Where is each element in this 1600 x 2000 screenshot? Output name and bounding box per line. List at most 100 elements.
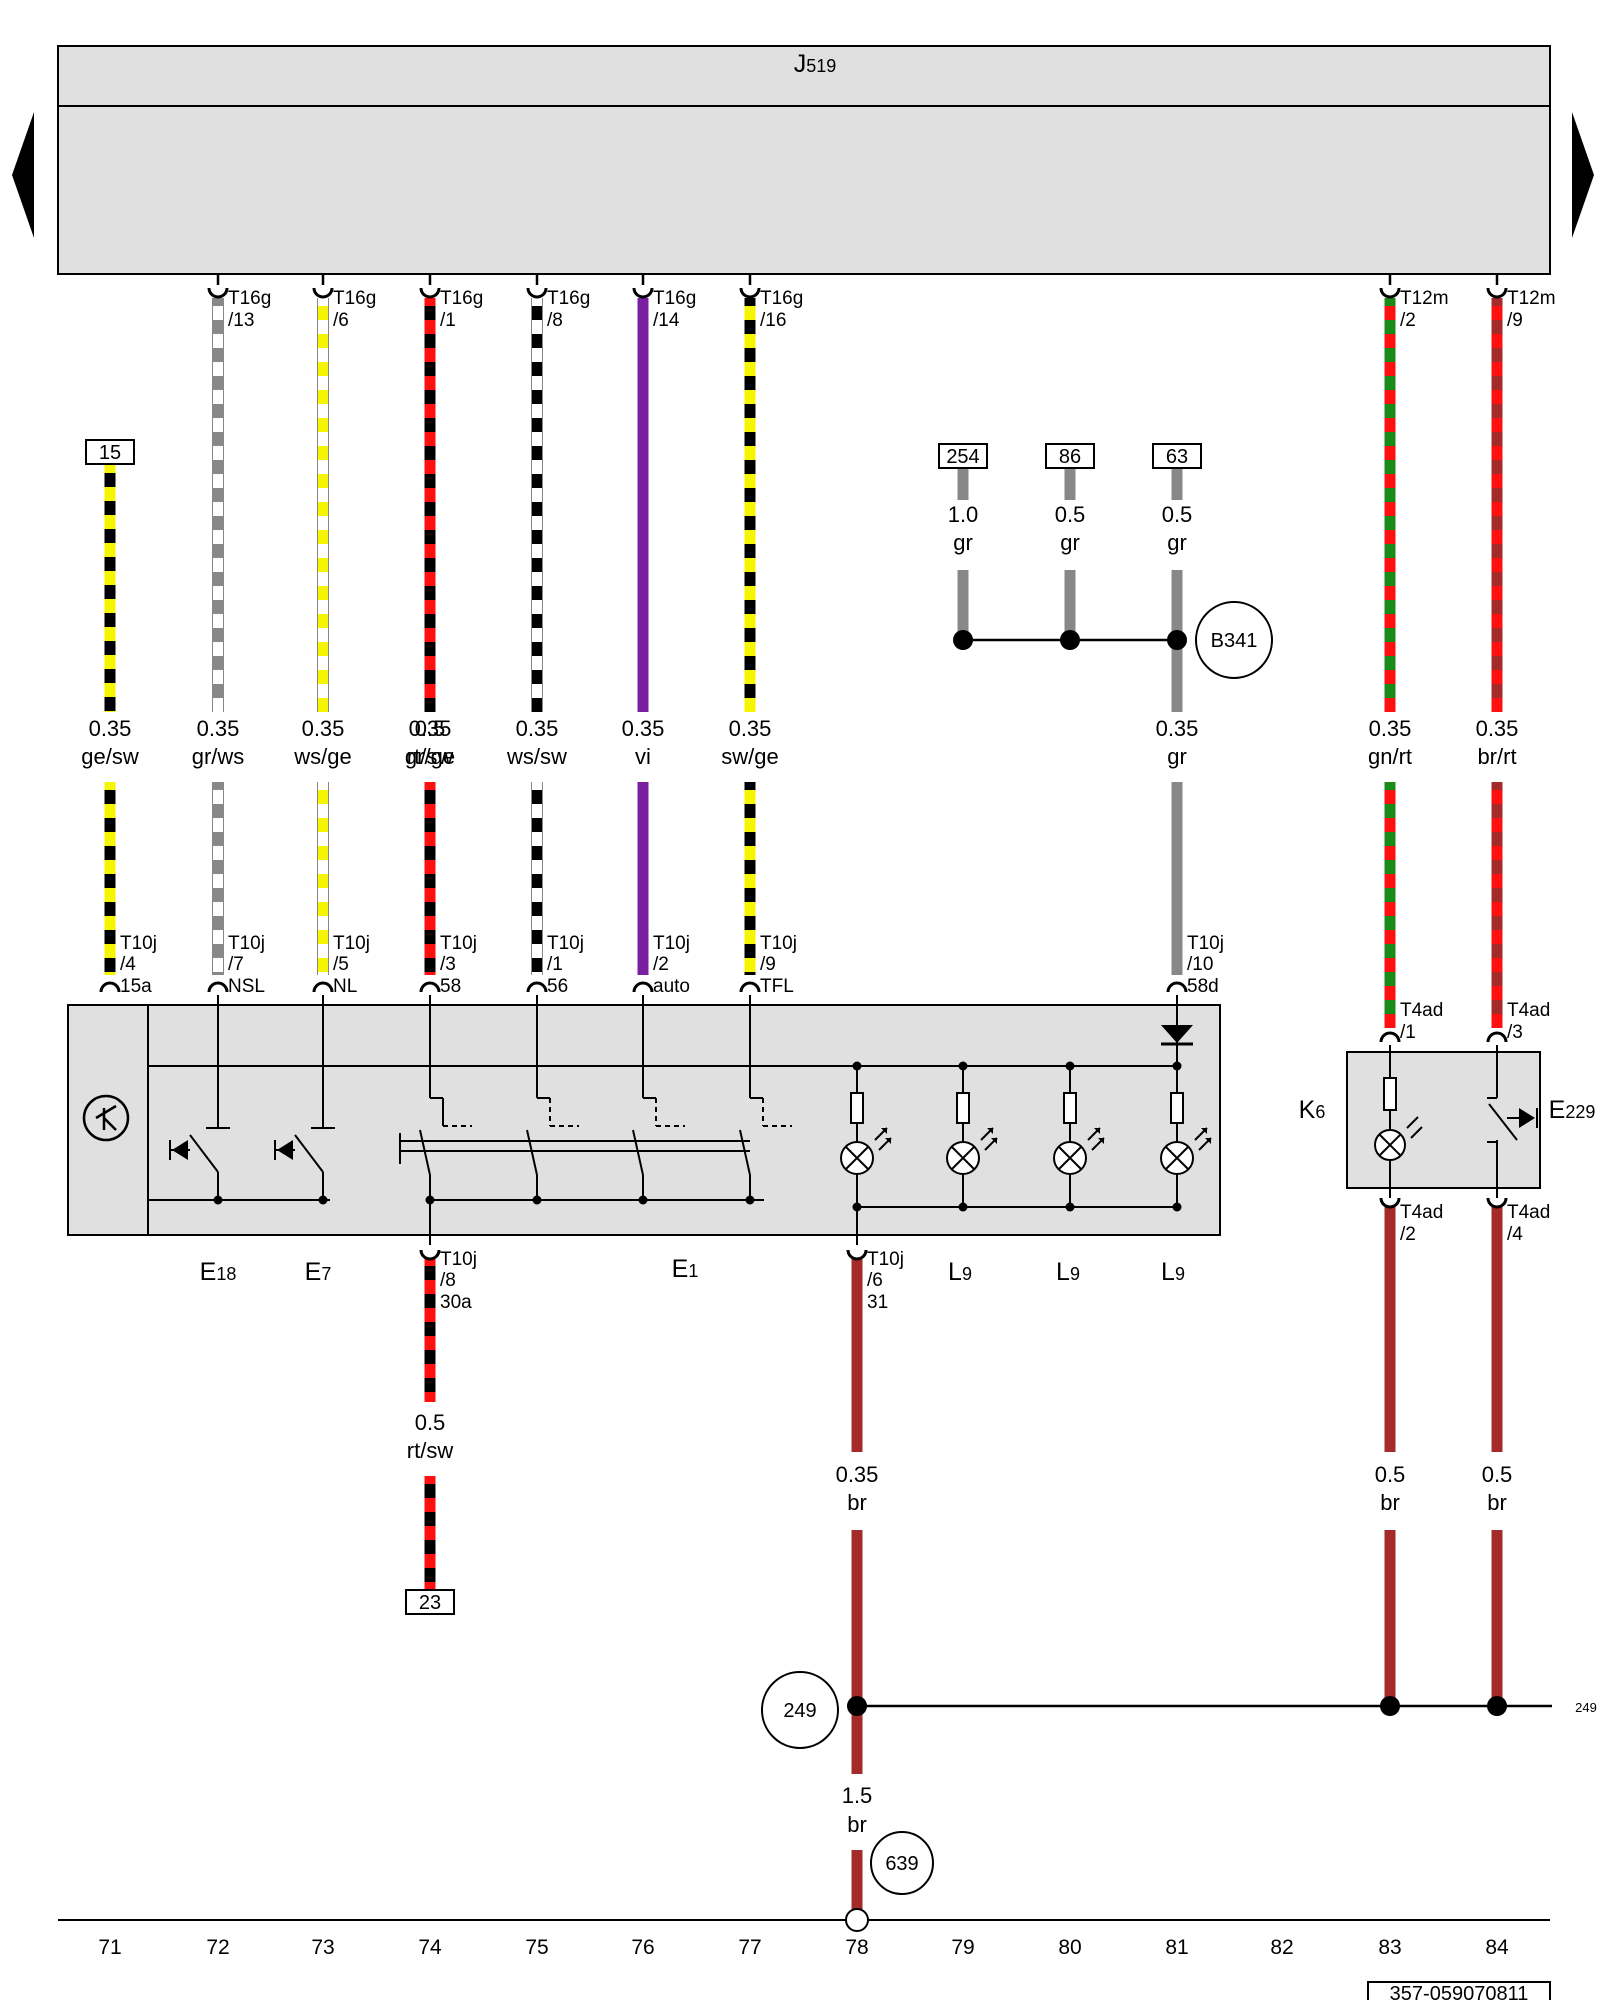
wire-color-75: ws/sw [506, 744, 567, 769]
component-l9-2: L9 [1056, 1258, 1080, 1286]
wire-color-78-ground: br [847, 1490, 867, 1515]
wire-size-83: 0.35 [1369, 716, 1412, 741]
component-e1-letter: E [672, 1255, 689, 1283]
wire-size-81: 0.35 [1156, 716, 1199, 741]
terminal-86 [1045, 443, 1095, 469]
page-prev-arrow[interactable] [12, 112, 34, 238]
wire-size-75: 0.35 [516, 716, 559, 741]
k6-lamp-rays [1406, 1116, 1423, 1139]
connector-switch-top-74-pin: /3 [440, 954, 456, 975]
connector-top-73 [312, 287, 334, 299]
connector-top-77-pin: /16 [760, 310, 786, 331]
lamp-junction-top-79 [958, 1061, 968, 1071]
connector-switch-top-77-id: T10j [760, 933, 797, 954]
splice-dot-80 [1060, 630, 1080, 650]
splice-dot-79 [953, 630, 973, 650]
connector-switch-bottom-74-id: T10j [440, 1249, 477, 1270]
e229-button-icon [1519, 1108, 1535, 1128]
wire-size-80-feed: 0.5 [1055, 502, 1086, 527]
connector-switch-top-76-term: auto [653, 976, 690, 997]
connector-top-75-pin: /8 [547, 310, 563, 331]
connector-switch-bottom-74-term: 30a [440, 1292, 472, 1313]
connector-switch-top-81-id: T10j [1187, 933, 1224, 954]
connector-top-75 [526, 287, 548, 299]
terminal-254 [938, 443, 988, 469]
page-next-arrow[interactable] [1572, 112, 1594, 238]
connector-switch-top-74-id: T10j [440, 933, 477, 954]
column-number-75: 75 [525, 1936, 548, 1959]
connector-switch-top-75-term: 56 [547, 976, 568, 997]
e18-junction [213, 1195, 223, 1205]
component-e229: E229 [1549, 1096, 1596, 1124]
connector-switch-top-73-id: T10j [333, 933, 370, 954]
connector-switch-top-72-term: NSL [228, 976, 265, 997]
column-number-78: 78 [845, 1936, 868, 1959]
column-number-80: 80 [1058, 1936, 1081, 1959]
connector-top-84 [1486, 287, 1508, 299]
wire-size-74-rtsw: 0.5 [415, 1410, 446, 1435]
connector-switch-top-73-term: NL [333, 976, 357, 997]
connector-module-84-top-pin: /3 [1507, 1022, 1523, 1043]
terminal-254-label: 254 [946, 446, 979, 468]
connector-switch-top-74 [419, 981, 441, 993]
wire-size-78-ground: 0.35 [836, 1462, 879, 1487]
terminal-86-label: 86 [1059, 446, 1081, 468]
component-e229-index: 229 [1565, 1102, 1595, 1122]
lamp-ray-head2-81 [1205, 1138, 1211, 1144]
wire-size-81-feed: 0.5 [1162, 502, 1193, 527]
component-l9-3-index: 9 [1175, 1264, 1185, 1284]
connector-top-83-pin: /2 [1400, 310, 1416, 331]
wire-size-72: 0.35 [197, 716, 240, 741]
component-e1-index: 1 [688, 1261, 698, 1281]
e229-blade [1488, 1103, 1518, 1141]
ground-point-main [845, 1908, 869, 1932]
wire-size-77: 0.35 [729, 716, 772, 741]
splice-dot-81 [1167, 630, 1187, 650]
diode-icon [1161, 1025, 1193, 1043]
terminal-63-label: 63 [1166, 446, 1188, 468]
column-number-81: 81 [1165, 1936, 1188, 1959]
lamp-cross-78 [845, 1146, 869, 1170]
component-l9-1-index: 9 [962, 1264, 972, 1284]
ground-point-b341 [1195, 601, 1273, 679]
connector-top-84-pin: /9 [1507, 310, 1523, 331]
connector-module-83-bottom [1379, 1197, 1401, 1209]
lamp-junction-bottom-79 [958, 1202, 968, 1212]
connector-switch-top-76 [632, 981, 654, 993]
e18-blade [189, 1134, 219, 1173]
component-e1: E1 [672, 1255, 699, 1283]
resistor-80 [1063, 1092, 1077, 1124]
connector-top-72 [207, 287, 229, 299]
ground-splice-78 [847, 1696, 867, 1716]
wire-color-71: ge/sw [81, 744, 139, 769]
connector-switch-bottom-78-term: 31 [867, 1292, 888, 1313]
ground-point-639-label: 639 [885, 1853, 918, 1875]
wire-color-84: br/rt [1477, 744, 1516, 769]
connector-module-84-bottom-pin: /4 [1507, 1224, 1523, 1245]
connector-switch-top-72 [207, 981, 229, 993]
resistor-79 [956, 1092, 970, 1124]
connector-module-83-top [1379, 1031, 1401, 1043]
wire-size-74: 0.35 [409, 716, 452, 741]
wire-size-74: 0.5 [415, 716, 446, 741]
wire-color-77: sw/ge [721, 744, 778, 769]
control-unit-index: 519 [806, 56, 836, 76]
ground-point-249 [761, 1671, 839, 1749]
e1-blade-74 [419, 1129, 431, 1176]
wire-size-84-ground: 0.5 [1482, 1462, 1513, 1487]
wire-size-84: 0.35 [1476, 716, 1519, 741]
component-l9-2-letter: L [1056, 1258, 1070, 1286]
connector-module-84-top [1486, 1031, 1508, 1043]
connector-switch-top-71-id: T10j [120, 933, 157, 954]
component-e7: E7 [305, 1258, 332, 1286]
ground-point-b341-label: B341 [1211, 630, 1258, 652]
component-e7-letter: E [305, 1258, 322, 1286]
lamp-cross-81 [1165, 1146, 1189, 1170]
column-number-82: 82 [1270, 1936, 1293, 1959]
connector-top-77-id: T16g [760, 288, 803, 309]
connector-switch-top-75 [526, 981, 548, 993]
light-switch-symbol-mark [95, 1104, 117, 1131]
diagram-code: 357-059070811 [1390, 1983, 1529, 2000]
component-l9-1: L9 [948, 1258, 972, 1286]
